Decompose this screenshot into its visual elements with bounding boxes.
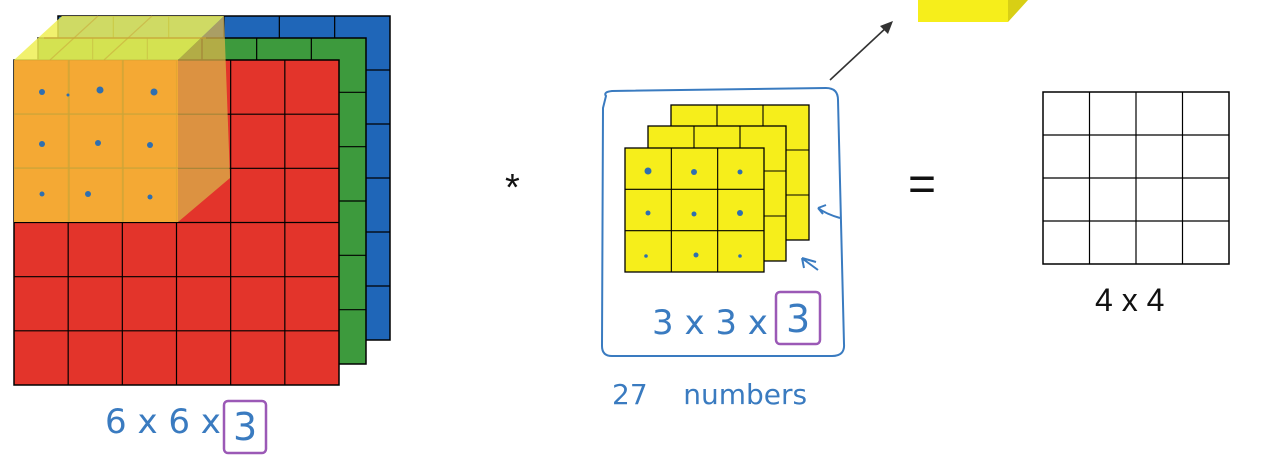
filter-dims-label: 3 x 3 x 3 27 numbers — [612, 290, 822, 411]
filter-caption: 27 numbers — [612, 378, 807, 411]
filter-enclosure — [600, 86, 846, 357]
input-channel-box — [222, 399, 268, 455]
filter-corner-arrow-icon — [801, 257, 819, 271]
output-dims-label: 4 x 4 — [1095, 282, 1164, 318]
yellow-cube-fragment — [918, 0, 1028, 22]
filter-dots — [644, 167, 743, 258]
input-channel-text: 3 — [233, 405, 257, 449]
filter-overlay-dots — [39, 86, 158, 200]
filter-dims-text: 3 x 3 x — [652, 303, 768, 343]
arrow-head-icon — [880, 21, 893, 34]
filter-channel-arrow-icon — [817, 204, 841, 219]
input-dims-label: 6 x 6 x 3 — [105, 399, 268, 455]
filter-channel-text: 3 — [786, 297, 810, 341]
output-grid — [1042, 91, 1230, 265]
input-dims-text: 6 x 6 x — [105, 402, 221, 442]
equals-sign: = — [908, 158, 936, 211]
filter-out-arrow — [829, 21, 893, 81]
filter-overlay-side — [178, 16, 230, 222]
filter-channel-box — [774, 290, 822, 346]
filter-front-grid — [625, 148, 764, 272]
convolution-operator: * — [505, 167, 520, 209]
filter-volume — [624, 104, 841, 273]
filter-overlay-grid — [14, 15, 206, 222]
input-volume — [13, 15, 391, 386]
output-grid-lines — [1043, 92, 1229, 264]
